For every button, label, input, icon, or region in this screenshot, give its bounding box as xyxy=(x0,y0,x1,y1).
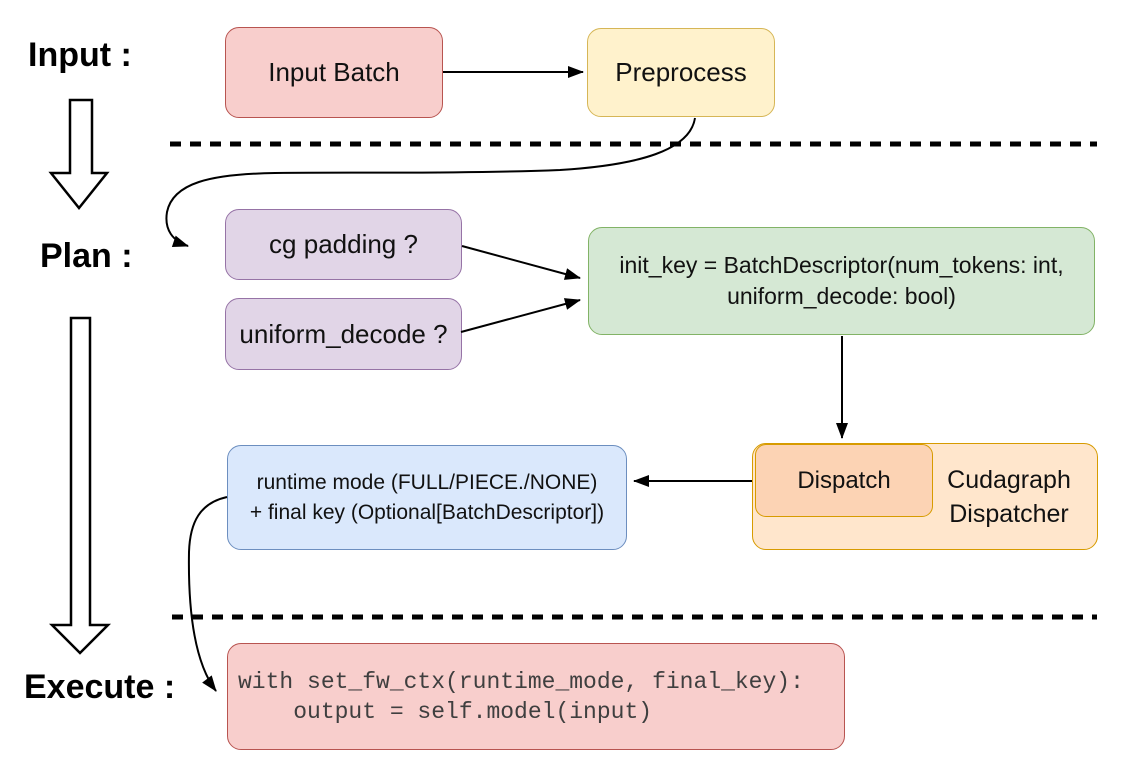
node-cg-padding: cg padding ? xyxy=(225,209,462,280)
stage-label-plan: Plan : xyxy=(40,237,133,275)
arrow-runtime-mode-to-execute-code xyxy=(187,496,228,692)
arrow-uniform-decode-to-init-key xyxy=(460,298,581,333)
node-execute-code: with set_fw_ctx(runtime_mode, final_key)… xyxy=(227,643,845,750)
node-init-key: init_key = BatchDescriptor(num_tokens: i… xyxy=(588,227,1095,335)
node-runtime-mode-line2: + final key (Optional[BatchDescriptor]) xyxy=(249,500,605,524)
node-execute-code-line1: with set_fw_ctx(runtime_mode, final_key)… xyxy=(238,668,804,695)
flow-arrow-plan-to-execute xyxy=(48,316,112,655)
node-init-key-line1: init_key = BatchDescriptor(num_tokens: i… xyxy=(619,252,1064,278)
node-runtime-mode-line1: runtime mode (FULL/PIECE./NONE) xyxy=(256,470,598,494)
node-init-key-line2: uniform_decode: bool) xyxy=(727,283,956,309)
node-input-batch: Input Batch xyxy=(225,27,443,118)
node-dispatch: Dispatch xyxy=(755,444,933,517)
node-cudagraph-dispatcher-label: Cudagraph Dispatcher xyxy=(947,465,1071,528)
node-uniform-decode: uniform_decode ? xyxy=(225,298,462,370)
node-preprocess: Preprocess xyxy=(587,28,775,117)
flow-arrow-input-to-plan xyxy=(48,98,110,211)
node-execute-code-line2: output = self.model(input) xyxy=(238,698,653,725)
arrow-cg-padding-to-init-key xyxy=(461,245,581,280)
node-cg-padding-label: cg padding ? xyxy=(269,229,418,260)
stage-label-execute: Execute : xyxy=(24,668,176,706)
node-input-batch-label: Input Batch xyxy=(268,57,400,88)
node-dispatch-label: Dispatch xyxy=(797,466,891,494)
node-runtime-mode: runtime mode (FULL/PIECE./NONE) + final … xyxy=(227,445,627,550)
stage-label-input: Input : xyxy=(28,36,132,74)
node-preprocess-label: Preprocess xyxy=(615,57,747,88)
node-uniform-decode-label: uniform_decode ? xyxy=(239,318,448,349)
